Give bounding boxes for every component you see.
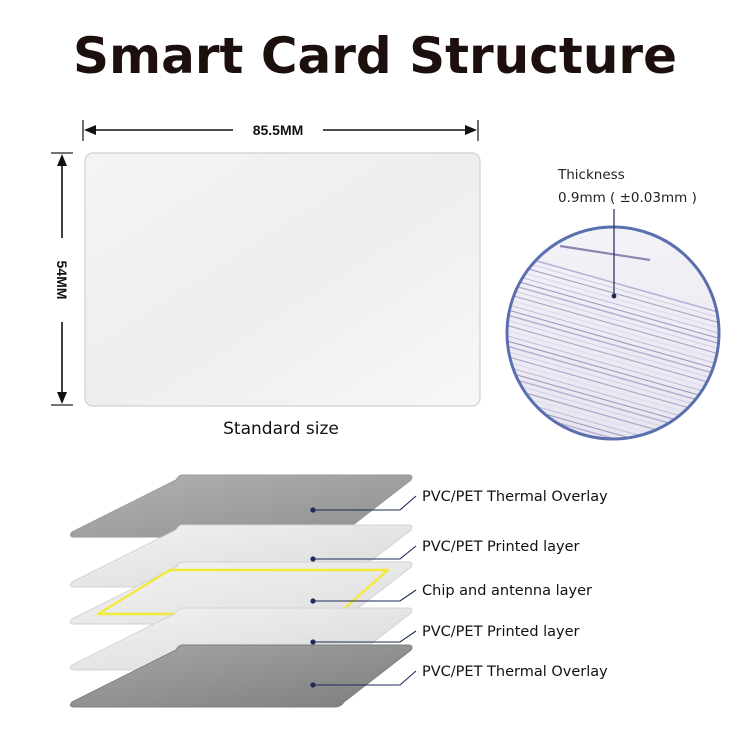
thickness-value: 0.9mm ( ±0.03mm ) xyxy=(558,190,697,206)
lens-layer-line xyxy=(507,303,719,367)
arrow-right-icon xyxy=(465,125,477,135)
lens-top-edge xyxy=(559,244,651,262)
lens-layer-line xyxy=(507,266,719,331)
blank-card xyxy=(84,152,481,407)
layer-label: PVC/PET Thermal Overlay xyxy=(422,664,608,680)
lens-layer-line xyxy=(507,293,719,357)
height-dimension: 54MM xyxy=(51,152,73,406)
lens-layer-line xyxy=(507,277,719,341)
layer-sheet xyxy=(69,644,413,708)
lens-layer-line xyxy=(507,313,719,378)
arrow-down-icon xyxy=(57,392,67,404)
arrow-up-icon xyxy=(57,154,67,166)
layer-label: PVC/PET Printed layer xyxy=(422,624,580,640)
width-dimension: 85.5MM xyxy=(82,120,479,141)
callout-line xyxy=(313,670,417,686)
callout-line xyxy=(313,589,417,602)
lens-layer-line xyxy=(507,344,719,409)
lens-layer-line xyxy=(507,397,719,439)
layer-label: Chip and antenna layer xyxy=(422,583,592,599)
callout-line xyxy=(313,545,417,560)
lens-layer-line xyxy=(507,350,719,414)
width-label: 85.5MM xyxy=(253,122,304,138)
height-label: 54MM xyxy=(54,261,70,300)
layer-5: PVC/PET Thermal Overlay xyxy=(69,644,608,708)
arrow-left-icon xyxy=(84,125,96,135)
lens-layer-line xyxy=(507,256,719,320)
lens-layer-line xyxy=(507,251,719,315)
lens-layer-line xyxy=(507,339,719,403)
callout-line xyxy=(313,630,417,643)
thickness-label: Thickness xyxy=(557,167,625,183)
lens-layer-line xyxy=(507,298,719,362)
callout-line xyxy=(313,495,417,511)
lens-layer-line xyxy=(507,334,719,398)
lens-layer-line xyxy=(507,324,719,388)
lens-layer-line xyxy=(507,329,719,393)
layer-label: PVC/PET Printed layer xyxy=(422,539,580,555)
lens-layer-line xyxy=(507,261,719,325)
lens-layer-line xyxy=(507,272,719,336)
lens-layer-line xyxy=(507,287,719,351)
standard-size-caption: Standard size xyxy=(223,419,339,439)
thickness-magnifier xyxy=(505,209,721,441)
layer-label: PVC/PET Thermal Overlay xyxy=(422,489,608,505)
thickness-callout-dot xyxy=(611,293,617,299)
lens-layer-line xyxy=(507,282,719,346)
lens-layer-line xyxy=(507,308,719,372)
lens-layer-line xyxy=(507,391,719,439)
lens-layer-line xyxy=(507,319,719,383)
page-title: Smart Card Structure xyxy=(73,27,677,85)
